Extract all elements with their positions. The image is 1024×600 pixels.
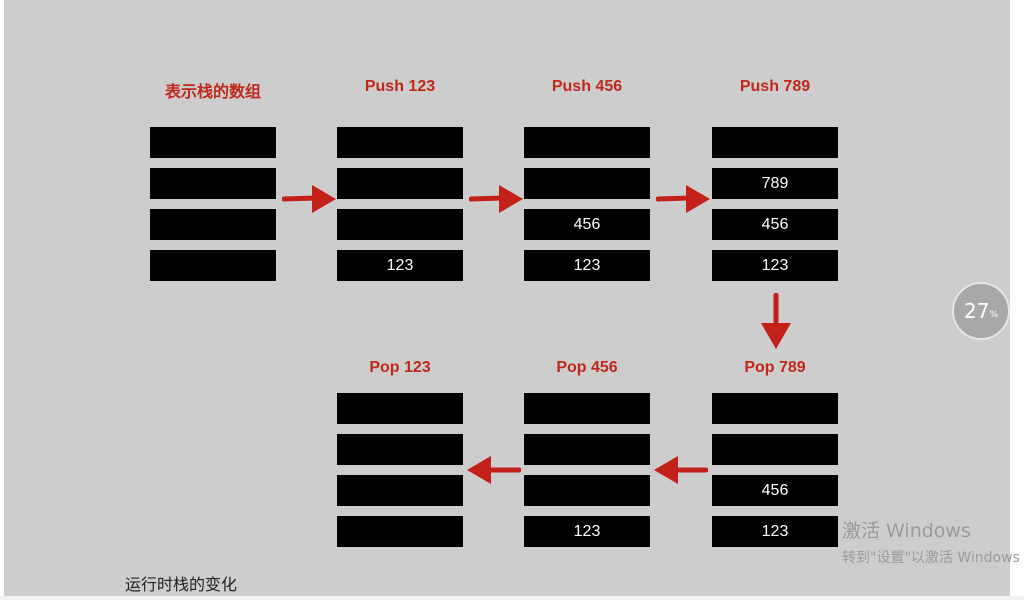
stage-title-pop-123: Pop 123: [369, 359, 431, 376]
stack-cell: [150, 209, 276, 240]
bottom-strip: [0, 596, 1024, 600]
stack-cell: 123: [524, 250, 650, 281]
stack-pop-789: 456 123: [712, 393, 838, 557]
stack-cell: [337, 209, 463, 240]
stack-cell: 456: [712, 475, 838, 506]
slide-canvas: 表示栈的数组 Push 123 Push 456 Push 789 123 45…: [4, 0, 1010, 596]
stack-cell: [524, 475, 650, 506]
stack-pop-456: 123: [524, 393, 650, 557]
arrow-right-icon: [282, 185, 336, 213]
stage-title-pop-789: Pop 789: [744, 359, 806, 376]
stack-cell: [337, 475, 463, 506]
stack-cell: 123: [337, 250, 463, 281]
stack-cell: [337, 127, 463, 158]
stage-title-push-789: Push 789: [739, 78, 811, 95]
stack-push-456: 456 123: [524, 127, 650, 291]
arrow-right-icon: [656, 185, 710, 213]
stack-cell: [337, 393, 463, 424]
progress-unit: %: [989, 310, 998, 320]
stack-cell: 456: [524, 209, 650, 240]
stack-cell: [337, 434, 463, 465]
stack-cell: [337, 168, 463, 199]
stage-title-push-123: Push 123: [364, 78, 436, 95]
stack-cell: 789: [712, 168, 838, 199]
stage-title-array: 表示栈的数组: [164, 84, 261, 101]
stack-cell: [712, 434, 838, 465]
stack-cell: [524, 393, 650, 424]
stack-cell: [712, 127, 838, 158]
arrow-down-icon: [761, 293, 791, 349]
stack-cell: 123: [712, 516, 838, 547]
progress-indicator[interactable]: 27%: [952, 282, 1010, 340]
arrow-left-icon: [467, 456, 521, 484]
stage-title-push-456: Push 456: [551, 78, 623, 95]
progress-value: 27: [963, 299, 990, 323]
stack-cell: [524, 127, 650, 158]
watermark-line-1: 激活 Windows: [842, 520, 971, 542]
stack-cell: [150, 168, 276, 199]
slide-caption: 运行时栈的变化: [125, 575, 238, 594]
activation-watermark: 激活 Windows 转到"设置"以激活 Windows: [842, 516, 1020, 567]
watermark-line-2: 转到"设置"以激活 Windows: [842, 550, 1020, 566]
stack-cell: [150, 127, 276, 158]
stack-cell: [712, 393, 838, 424]
stack-push-789: 789 456 123: [712, 127, 838, 291]
stack-cell: [524, 434, 650, 465]
stack-cell: [337, 516, 463, 547]
stack-cell: 456: [712, 209, 838, 240]
stack-cell: [524, 168, 650, 199]
arrow-right-icon: [469, 185, 523, 213]
arrow-left-icon: [654, 456, 708, 484]
stack-cell: 123: [524, 516, 650, 547]
stack-cell: [150, 250, 276, 281]
stack-push-123: 123: [337, 127, 463, 291]
stack-array: [150, 127, 276, 291]
stack-cell: 123: [712, 250, 838, 281]
stack-pop-123: [337, 393, 463, 557]
stage-title-pop-456: Pop 456: [556, 359, 618, 376]
